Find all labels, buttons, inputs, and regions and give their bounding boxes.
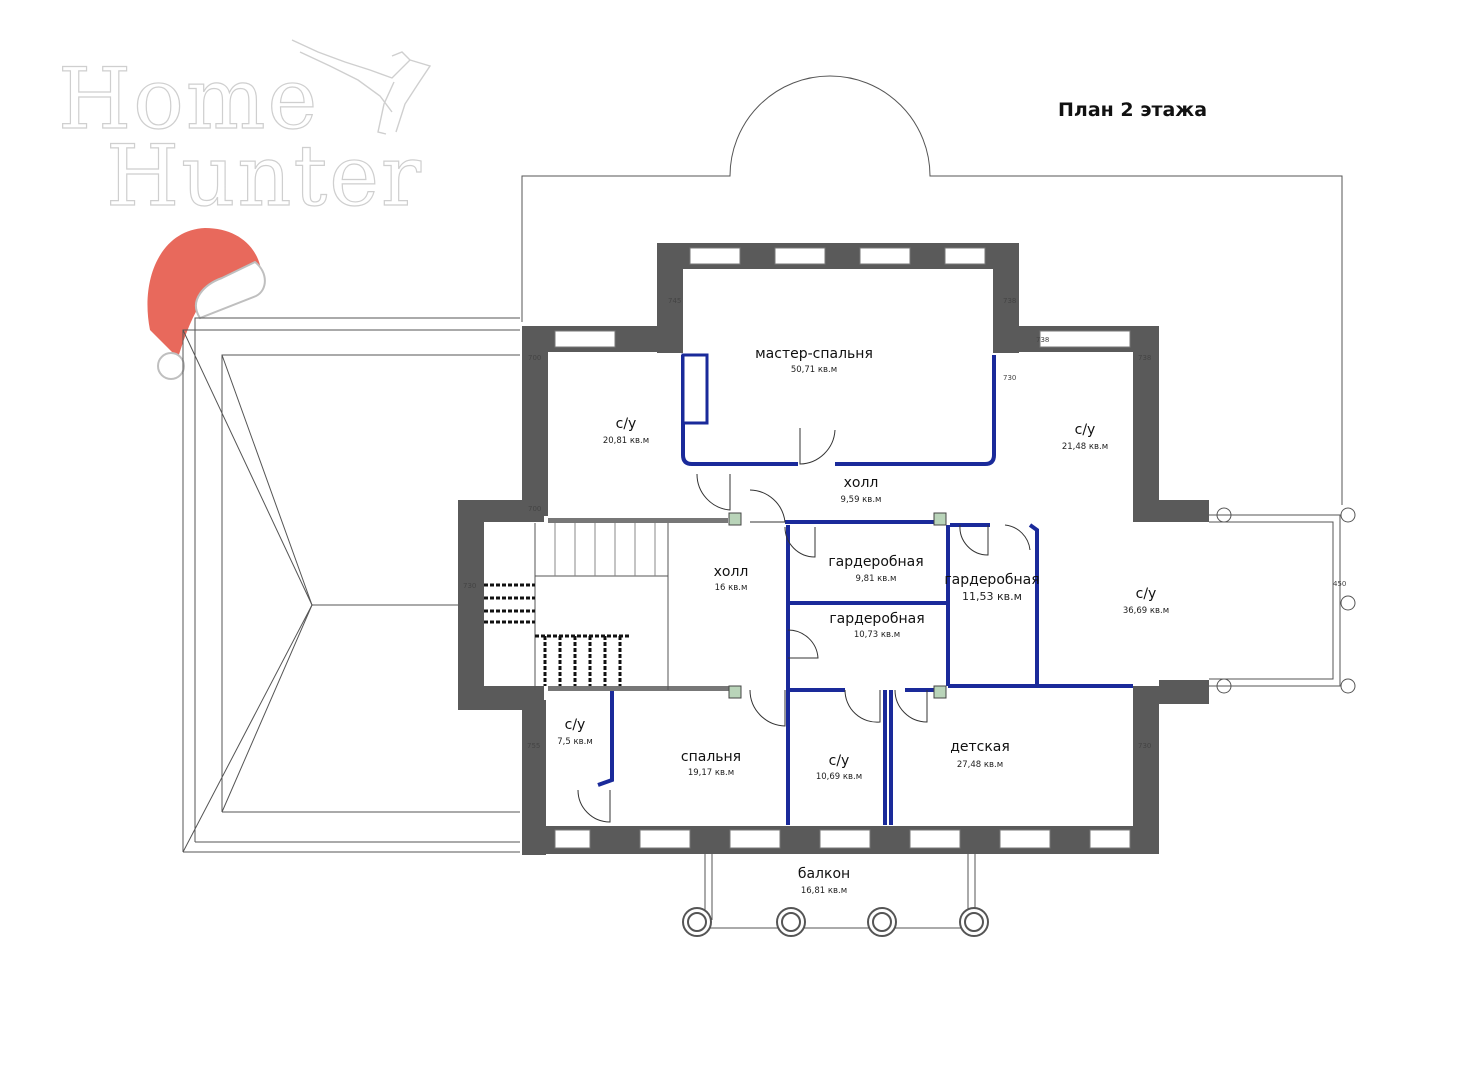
room-area: 10,69 кв.м: [816, 772, 862, 782]
room-area: 10,73 кв.м: [854, 630, 900, 640]
interior-walls: [548, 518, 730, 691]
room-labels: мастер-спальня 50,71 кв.м с/у 20,81 кв.м…: [557, 346, 1169, 896]
logo-line1: Home: [58, 50, 319, 148]
dimension-label: 738: [1003, 297, 1016, 305]
terrace-outline: [521, 75, 1343, 505]
room-name: балкон: [798, 866, 850, 882]
room-area: 50,71 кв.м: [791, 365, 837, 375]
room-name: гардеробная: [944, 572, 1039, 588]
room-name: детская: [950, 739, 1010, 755]
room-area: 9,59 кв.м: [841, 495, 882, 505]
column-markers: [728, 512, 947, 699]
room-area: 16 кв.м: [715, 583, 748, 593]
logo: Home Hunter: [57, 39, 432, 226]
dimension-label: 730: [1138, 742, 1151, 750]
exterior-walls: [458, 243, 1209, 855]
room-name: гардеробная: [829, 611, 924, 627]
room-area: 20,81 кв.м: [603, 436, 649, 446]
door-swings: [577, 428, 1031, 823]
santa-hat-icon: [147, 228, 266, 380]
dimension-label: 700: [528, 354, 541, 362]
room-name: с/у: [616, 416, 637, 432]
dimension-labels: 745 738 700 738 738 730 700 730 755 730 …: [463, 297, 1346, 750]
room-area: 11,53 кв.м: [962, 590, 1022, 603]
room-area: 27,48 кв.м: [957, 760, 1003, 770]
balcony: [682, 854, 989, 937]
plan-title: План 2 этажа: [1058, 99, 1207, 121]
dimension-label: 450: [1333, 580, 1346, 588]
room-name: гардеробная: [828, 554, 923, 570]
dimension-label: 730: [1003, 374, 1016, 382]
bay-window: [1209, 507, 1356, 694]
logo-line2: Hunter: [106, 127, 423, 225]
room-area: 36,69 кв.м: [1123, 606, 1169, 616]
dimension-label: 730: [463, 582, 476, 590]
room-area: 9,81 кв.м: [856, 574, 897, 584]
room-name: холл: [714, 564, 749, 580]
room-area: 19,17 кв.м: [688, 768, 734, 778]
staircase: [484, 523, 669, 690]
dimension-label: 700: [528, 505, 541, 513]
roof-outline: [182, 317, 520, 853]
dimension-label: 745: [668, 297, 681, 305]
room-name: с/у: [1075, 422, 1096, 438]
room-name: холл: [844, 475, 879, 491]
eagle-icon: [291, 39, 432, 135]
room-name: мастер-спальня: [755, 346, 873, 362]
dimension-label: 738: [1138, 354, 1151, 362]
room-area: 16,81 кв.м: [801, 886, 847, 896]
room-area: 7,5 кв.м: [557, 737, 592, 747]
room-name: с/у: [829, 753, 850, 769]
partitions: [597, 353, 1133, 825]
dimension-label: 738: [1036, 336, 1049, 344]
windows: [554, 247, 1131, 849]
room-name: спальня: [681, 749, 741, 765]
dimension-label: 755: [527, 742, 540, 750]
room-area: 21,48 кв.м: [1062, 442, 1108, 452]
room-name: с/у: [565, 717, 586, 733]
room-name: с/у: [1136, 586, 1157, 602]
